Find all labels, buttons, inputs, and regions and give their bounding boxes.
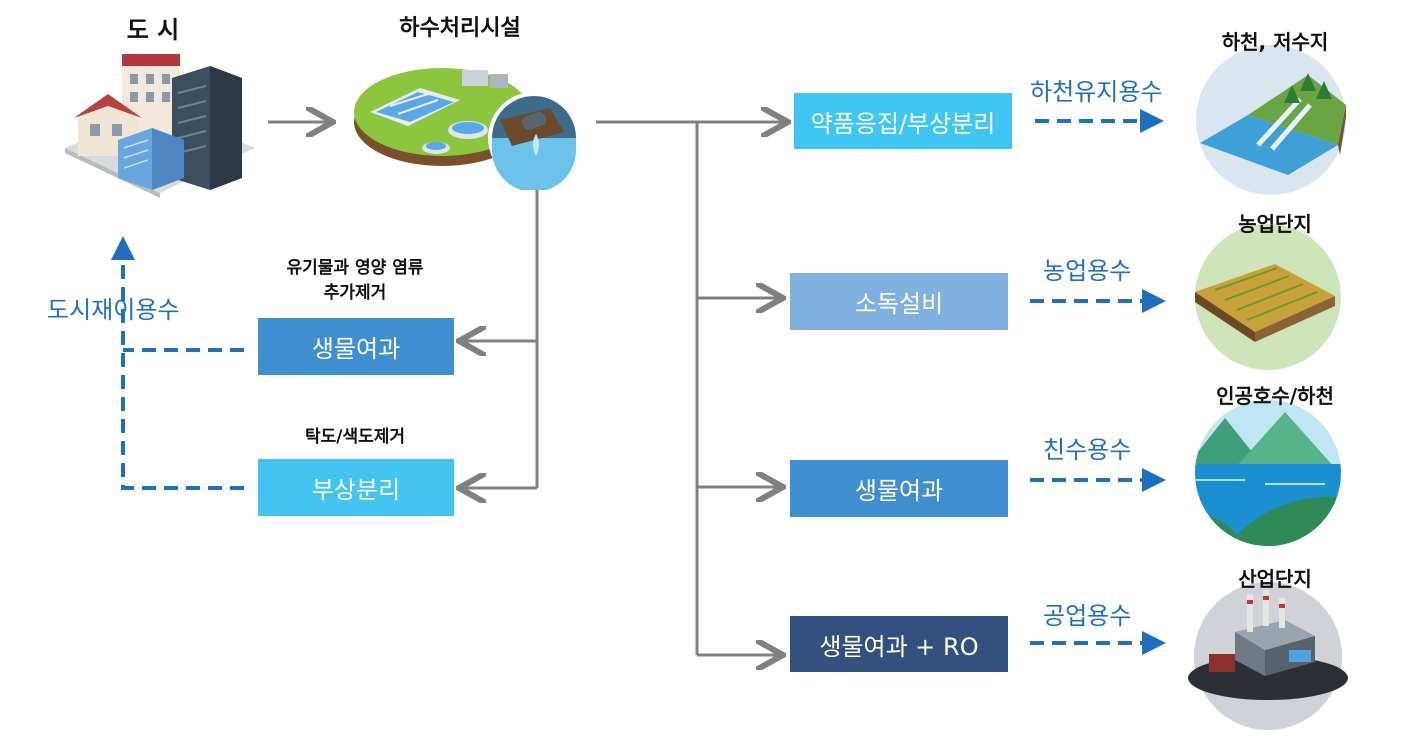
artificial-lake-illustration [1195,400,1341,546]
disinfection-box: 소독설비 [790,273,1008,330]
farm-complex-label: 농업단지 [1238,212,1312,236]
bio-filtration-box: 생물여과 [258,318,454,375]
city-illustration [65,54,255,198]
bio-filtration-process-box: 생물여과 [790,460,1008,517]
river-reservoir-illustration [1196,45,1346,195]
city-reuse-label: 도시재이용수 [47,296,180,324]
artificial-lake-label: 인공호수/하천 [1216,384,1334,408]
sewage-plant-illustration [354,68,580,190]
river-reservoir-label: 하천, 저수지 [1221,30,1329,54]
industrial-complex-label: 산업단지 [1238,567,1312,591]
industrial-complex-illustration [1188,582,1348,730]
agricultural-water-label: 농업용수 [1043,257,1132,285]
city-reuse-dashed-line [123,240,244,490]
plant-out-line [596,120,699,655]
recreational-water-label: 친수용수 [1043,436,1132,464]
industrial-water-label: 공업용수 [1043,602,1132,630]
bio-filtration-ro-box: 생물여과 + RO [790,616,1008,672]
turbidity-removal-label: 탁도/색도제거 [304,427,406,447]
coagulation-flotation-box: 약품응집/부상분리 [794,93,1012,149]
city-label: 도 시 [126,16,180,44]
plant-label: 하수처리시설 [399,16,521,41]
farm-complex-illustration [1195,224,1341,370]
river-maintenance-water-label: 하천유지용수 [1030,78,1163,106]
organic-removal-label: 유기물과 영양 염류 추가제거 [286,258,424,303]
flotation-box: 부상분리 [258,459,454,516]
